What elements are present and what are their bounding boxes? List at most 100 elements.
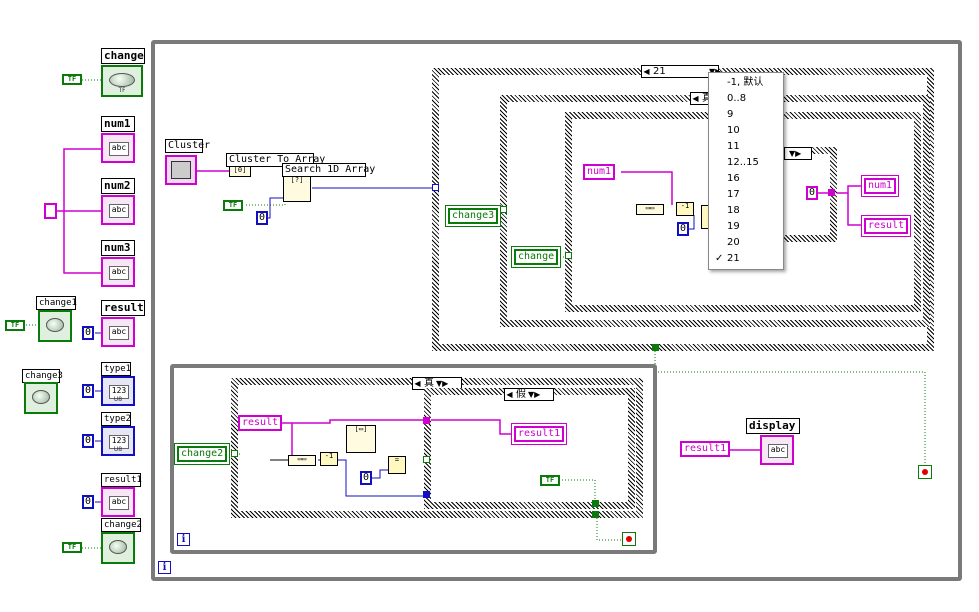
- num1-local-variable[interactable]: num1: [583, 164, 616, 180]
- zero-constant[interactable]: 0: [82, 326, 95, 340]
- output-tunnel: [592, 511, 599, 518]
- main-loop-stop-terminal[interactable]: [918, 465, 932, 479]
- menu-item-checked[interactable]: ✓21: [709, 251, 783, 267]
- result1-indicator-diagram[interactable]: result1: [514, 426, 565, 442]
- display-terminal[interactable]: abc: [760, 435, 794, 465]
- true-false-constant[interactable]: TF: [5, 320, 25, 331]
- inner-loop-stop-terminal[interactable]: [622, 532, 636, 546]
- prev-case-arrow-icon[interactable]: ◀: [692, 94, 699, 103]
- bottom-nested-case-structure[interactable]: [424, 388, 635, 509]
- menu-item[interactable]: 0..8: [727, 93, 747, 104]
- menu-item[interactable]: 19: [727, 221, 740, 232]
- prev-case-arrow-icon[interactable]: ◀: [643, 67, 650, 76]
- result-terminal[interactable]: abc: [101, 317, 135, 347]
- result1-terminal[interactable]: abc: [101, 487, 135, 517]
- check-mark-icon: ✓: [715, 253, 724, 264]
- num2-terminal[interactable]: abc: [101, 195, 135, 225]
- zero-constant[interactable]: 0: [677, 222, 690, 236]
- menu-item[interactable]: 20: [727, 237, 740, 248]
- outer-case-selector[interactable]: ◀21▼▶: [641, 65, 721, 78]
- output-tunnel: [652, 344, 659, 351]
- result-indicator-diagram[interactable]: result: [864, 218, 909, 234]
- nested-case-selector[interactable]: ▼▶: [784, 147, 812, 160]
- zero-constant[interactable]: 0: [82, 434, 95, 448]
- result-local-variable[interactable]: result: [238, 415, 283, 431]
- type2-label: type2: [101, 412, 131, 426]
- change2-terminal[interactable]: [101, 532, 135, 564]
- menu-item[interactable]: 16: [727, 173, 740, 184]
- selector-terminal: [423, 456, 430, 463]
- case-dropdown-menu[interactable]: -1, 默认 0..8 9 10 11 12..15 16 17 18 19 2…: [708, 72, 784, 270]
- menu-item[interactable]: 9: [727, 109, 734, 120]
- cluster-terminal[interactable]: [165, 155, 197, 185]
- dropdown-arrow-icon[interactable]: ▼▶: [436, 379, 449, 388]
- prev-case-arrow-icon[interactable]: ◀: [506, 390, 513, 399]
- change3-terminal[interactable]: [24, 382, 58, 414]
- dropdown-arrow-icon[interactable]: ▼▶: [528, 390, 541, 399]
- dropdown-arrow-icon[interactable]: ▼▶: [709, 66, 721, 77]
- cluster-label: Cluster: [165, 139, 210, 153]
- menu-item[interactable]: 10: [727, 125, 740, 136]
- change3-label: change3: [22, 369, 63, 383]
- cluster-to-array-node[interactable]: [0]: [229, 166, 251, 177]
- change1-terminal[interactable]: [38, 310, 72, 342]
- menu-item[interactable]: 12..15: [727, 157, 759, 168]
- search-1d-array-label: Search 1D Array: [282, 163, 375, 177]
- dropdown-arrow-icon[interactable]: ▼▶: [789, 149, 802, 158]
- inner-while-loop[interactable]: [170, 364, 657, 554]
- change1-label: change1: [36, 296, 77, 310]
- zero-constant[interactable]: 0: [256, 211, 269, 225]
- num1-terminal[interactable]: abc: [101, 133, 135, 163]
- menu-item[interactable]: -1, 默认: [727, 77, 764, 88]
- num1-indicator-diagram[interactable]: num1: [864, 178, 897, 194]
- result1-label: result1: [101, 473, 142, 487]
- string-length-node[interactable]: ▭▭: [636, 204, 664, 215]
- decrement-node[interactable]: -1: [676, 202, 694, 216]
- menu-item[interactable]: 18: [727, 205, 740, 216]
- case-selector-terminal: [432, 184, 439, 191]
- selector-terminal: [565, 252, 572, 259]
- type1-label: type1: [101, 362, 131, 376]
- output-tunnel: [423, 417, 430, 424]
- string-subset-node[interactable]: [▭]: [346, 425, 376, 453]
- main-while-loop[interactable]: [151, 40, 962, 581]
- zero-string-constant[interactable]: 0: [360, 471, 373, 485]
- string-length-node[interactable]: ▭▭: [288, 455, 316, 466]
- true-false-constant[interactable]: TF: [62, 542, 82, 553]
- display-label: display: [746, 418, 800, 434]
- menu-item[interactable]: 11: [727, 141, 740, 152]
- change-label: change: [101, 48, 145, 64]
- change-terminal[interactable]: TF: [101, 65, 143, 97]
- change2-label: change2: [101, 518, 142, 532]
- num2-label: num2: [101, 178, 135, 194]
- output-tunnel: [828, 189, 835, 196]
- output-tunnel: [592, 500, 599, 507]
- true-false-constant[interactable]: TF: [223, 200, 243, 211]
- true-false-constant[interactable]: TF: [540, 475, 560, 486]
- change3-terminal-diagram[interactable]: change3: [448, 208, 499, 224]
- prev-case-arrow-icon[interactable]: ◀: [414, 379, 421, 388]
- zero-string-constant[interactable]: 0: [806, 186, 819, 200]
- num1-label: num1: [101, 116, 135, 132]
- bottom-nested-case-selector[interactable]: ◀假▼▶: [504, 388, 554, 401]
- decrement-node[interactable]: -1: [320, 452, 338, 466]
- true-false-constant[interactable]: TF: [62, 74, 82, 85]
- result-label: result: [101, 300, 145, 316]
- change-terminal-diagram[interactable]: change: [514, 249, 559, 265]
- empty-string-constant[interactable]: [44, 203, 57, 219]
- equal-node[interactable]: =: [388, 456, 406, 474]
- zero-constant[interactable]: 0: [82, 495, 95, 509]
- result1-local-variable[interactable]: result1: [680, 441, 731, 457]
- num3-label: num3: [101, 240, 135, 256]
- change2-terminal-diagram[interactable]: change2: [177, 446, 228, 462]
- output-tunnel: [423, 491, 430, 498]
- inner-loop-iteration-terminal: i: [177, 533, 190, 546]
- zero-constant[interactable]: 0: [82, 384, 95, 398]
- search-1d-array-node[interactable]: [?]: [283, 176, 311, 202]
- selector-terminal: [500, 206, 507, 213]
- menu-item[interactable]: 17: [727, 189, 740, 200]
- num3-terminal[interactable]: abc: [101, 257, 135, 287]
- selector-terminal: [231, 450, 238, 457]
